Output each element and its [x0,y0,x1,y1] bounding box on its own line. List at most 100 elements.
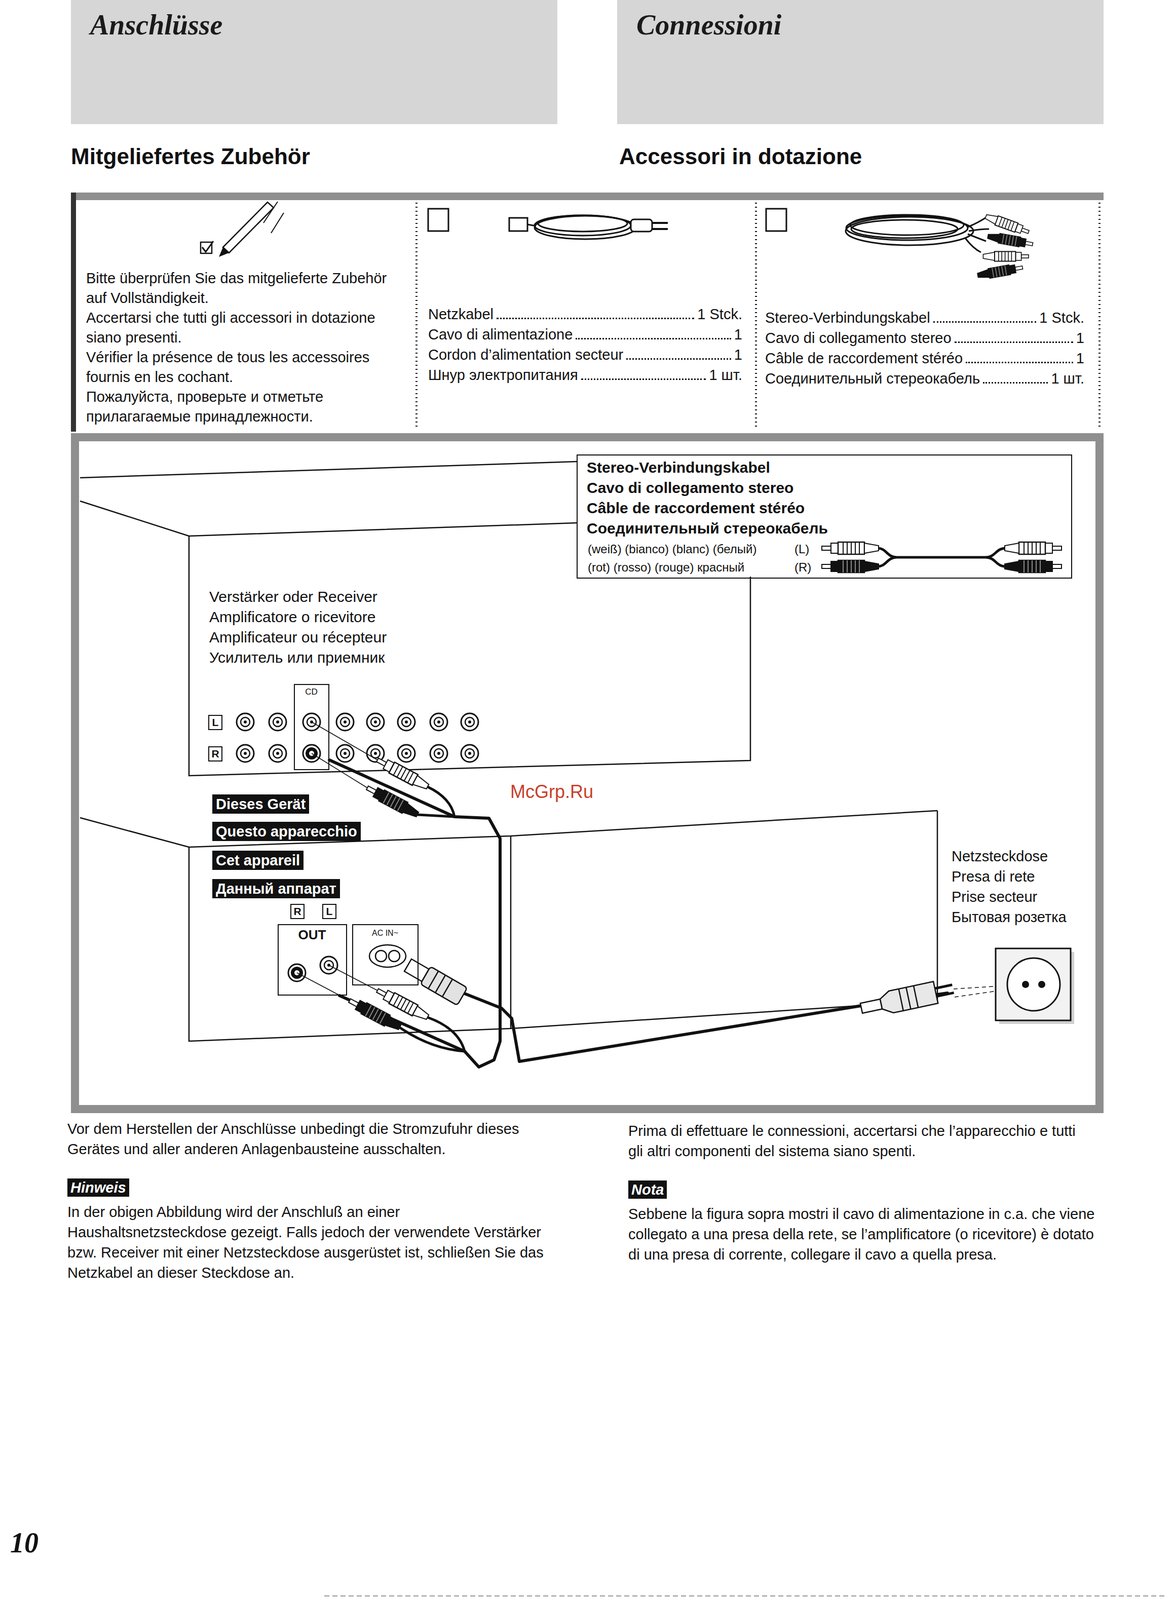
note-heading: Hinweis [67,1178,130,1197]
power-cable-icon [509,217,528,232]
accessory-row: Соединительный стереокабель1 шт. [765,368,1085,389]
cable-callout-box: Stereo-VerbindungskabelCavo di collegame… [576,454,1073,579]
power-cable-icon [630,219,653,232]
accessory-row: Шнур электропитания1 шт. [428,364,743,386]
dot-leader [496,317,695,320]
power-plugs [898,986,919,1011]
accessory-row: Câble de raccordement stéréo 1 [765,348,1085,369]
accessory-row: Stereo-Verbindungskabel 1 Stck. [765,307,1085,328]
wall-outlet: NetzsteckdosePresa di retePrise secteurБ… [947,846,1090,1021]
section-heading: Accessori in dotazione [619,142,862,171]
node-text: Dieses Gerät [212,794,310,814]
pencil-check-icon [202,241,214,252]
stereo-cable-cell: Stereo-Verbindungskabel 1 Stck. Cavo di co… [760,200,1097,429]
amplifier-jacks [236,713,479,763]
stereo-cable-icon [976,262,1024,281]
node-text: Presa di rete [951,866,1035,887]
player-drawing [510,836,512,1029]
page-edge-rule [324,1595,1166,1597]
amplifier-jacks [430,744,448,763]
item-name: Cavo di alimentazione [428,324,573,345]
node-text: Anschlüsse [90,7,223,43]
item-quantity: 1 [1076,327,1085,349]
item-name: Stereo-Verbindungskabel [765,307,931,328]
stereo-cable-icon [984,211,1031,237]
callout-cable [1004,560,1062,573]
stereo-cable-icon [987,231,1034,249]
channel-marker: L [322,903,337,920]
stereo-cable-icon [845,214,990,253]
accessory-frame [766,208,787,232]
node-text: Questo apparecchio [212,821,361,842]
item-name: Соединительный стереокабель [765,368,980,389]
amplifier-unit: Verstärker oder ReceiverAmplificatore o … [188,536,751,776]
accessory-check-cell: Bitte überprüfen Sie das mitgelieferte Z… [78,200,413,429]
node-text: Prise secteur [951,886,1038,907]
item-name: Netzkabel [428,304,494,325]
amplifier-jacks [397,744,415,763]
item-quantity: 1 [734,344,743,365]
note-heading: Nota [628,1180,667,1199]
item-quantity: 1 Stck. [1039,307,1085,328]
amplifier-jacks [461,713,479,731]
out-jack-panel: OUT [277,924,348,996]
dot-leader [626,358,732,360]
note-text: In der obigen Abbildung wird der Anschlu… [67,1201,554,1283]
dot-leader [982,382,1048,384]
item-quantity: 1 Stck. [697,304,743,325]
cable-connector [329,760,501,1068]
pencil-check-icon [222,202,274,253]
pencil-check-icon [200,201,284,257]
amplifier-jacks [236,713,254,731]
player-jacks [369,944,406,968]
power-cable-icon [527,224,537,226]
item-name: Cavo di collegamento stereo [765,327,952,349]
amplifier-jacks [461,744,479,763]
player-jacks [288,944,406,982]
player-drawing [188,810,938,1042]
stereo-cable-icon [982,251,1029,261]
instruction-text: Accertarsi che tutti gli accessori in do… [86,308,403,348]
stereo-cable-plugs [311,722,378,788]
item-name: Шнур электропитания [428,364,579,386]
accessory-row: Cavo di alimentazione1 [428,324,743,345]
node-text: Бытовая розетка [951,906,1067,928]
power-cable-icon [534,215,636,240]
node-text: (rot) (rosso) (rouge) красный [587,560,745,575]
accessory-frame [754,202,757,430]
accessory-row: Netzkabel 1 Stck. [428,304,743,325]
channel-marker: R [208,746,223,762]
power-plugs [858,977,956,1020]
player-jacks [375,950,387,962]
node-text: (R) [794,560,812,575]
amplifier-drawing [188,536,751,776]
accessory-frame [70,192,77,432]
power-plugs [934,984,955,997]
node-text: Connessioni [636,7,782,43]
channel-marker: R [290,903,305,920]
power-plugs [428,971,453,998]
accessory-frame [428,208,449,232]
power-plugs [420,966,468,1006]
callout-cable [1004,542,1062,555]
item-name: Cordon d’alimentation secteur [428,344,624,365]
item-name: Câble de raccordement stéréo [765,348,963,369]
player-drawing [80,810,938,1042]
pencil-check-icon [218,247,230,257]
dot-leader [954,341,1074,344]
instruction-text: Пожалуйста, проверьте и отметьте прилага… [86,387,403,427]
stereo-cable-icon [851,219,958,239]
wall-socket [1007,958,1060,1011]
amplifier-jacks [269,744,287,763]
stereo-cable-plugs [364,782,421,820]
item-quantity: 1 [1076,348,1085,369]
amplifier-jacks [366,713,385,731]
diagram-frame [74,437,1100,1110]
header-band: Connessioni [617,0,1104,125]
power-plugs [402,956,1042,1020]
power-cable-icon [652,222,668,230]
node-text: Cet appareil [212,850,304,870]
node-text: Cavo di collegamento stereo [586,477,794,499]
node-text: CD [294,687,328,698]
